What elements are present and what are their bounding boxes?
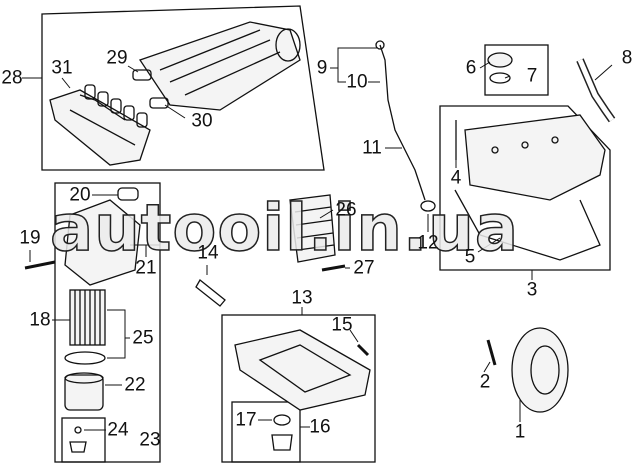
callout-16: 16 <box>309 416 331 438</box>
leader-lines <box>22 47 613 431</box>
oil-filler-cap <box>487 52 513 84</box>
callout-27: 27 <box>353 257 375 279</box>
lower-intake-manifold <box>49 89 151 166</box>
filter-o-ring <box>64 351 106 365</box>
callout-10: 10 <box>346 71 368 93</box>
crankshaft-pulley <box>511 327 569 413</box>
callout-23: 23 <box>139 429 161 451</box>
bolt-2 <box>486 339 497 366</box>
callout-9: 9 <box>316 57 328 79</box>
callout-28: 28 <box>1 67 23 89</box>
callout-4: 4 <box>450 167 462 189</box>
intake-manifold <box>138 21 301 111</box>
callout-7: 7 <box>526 65 538 87</box>
callout-2: 2 <box>479 371 491 393</box>
callout-22: 22 <box>124 374 146 396</box>
callout-30: 30 <box>191 110 213 132</box>
housing-bolt <box>24 260 56 270</box>
callout-29: 29 <box>106 47 128 69</box>
callout-1: 1 <box>514 421 526 443</box>
oil-cap-group-box <box>484 44 549 96</box>
drain-washer-group-box <box>61 417 106 463</box>
oil-filter-element <box>69 289 106 346</box>
callout-19: 19 <box>19 227 41 249</box>
oil-filter-group-box <box>54 182 161 463</box>
drain-plug-gasket <box>273 414 291 426</box>
pipe-14 <box>195 279 226 307</box>
valve-cover <box>454 114 606 261</box>
callout-25: 25 <box>132 327 154 349</box>
callout-31: 31 <box>51 57 73 79</box>
callout-3: 3 <box>526 279 538 301</box>
callout-21: 21 <box>135 257 157 279</box>
drain-washer <box>74 426 82 434</box>
oil-cooler <box>289 194 336 263</box>
manifold-gaskets <box>84 69 169 128</box>
oil-filter-cap <box>64 372 104 411</box>
callout-11: 11 <box>362 137 382 159</box>
callout-24: 24 <box>107 419 129 441</box>
dipstick <box>375 40 436 212</box>
callout-12: 12 <box>417 232 439 254</box>
callout-20: 20 <box>69 184 91 206</box>
callout-8: 8 <box>621 47 633 69</box>
drain-plug <box>271 434 293 451</box>
callout-13: 13 <box>291 287 313 309</box>
drain-plug-group-box <box>231 401 301 463</box>
cooler-bolt <box>321 264 346 272</box>
callout-26: 26 <box>335 199 357 221</box>
valve-cover-group-box <box>439 105 611 271</box>
pan-bolt <box>356 343 370 357</box>
callout-6: 6 <box>465 57 477 79</box>
oil-pan <box>234 329 371 411</box>
callout-15: 15 <box>331 314 353 336</box>
watermark: autooil.in.ua <box>49 191 520 267</box>
callout-17: 17 <box>235 409 257 431</box>
drain-bolt <box>69 441 87 453</box>
intake-group-box <box>41 5 325 171</box>
callout-5: 5 <box>464 246 476 268</box>
oil-filter-housing <box>64 187 141 286</box>
callout-14: 14 <box>197 242 219 264</box>
callout-18: 18 <box>29 309 51 331</box>
